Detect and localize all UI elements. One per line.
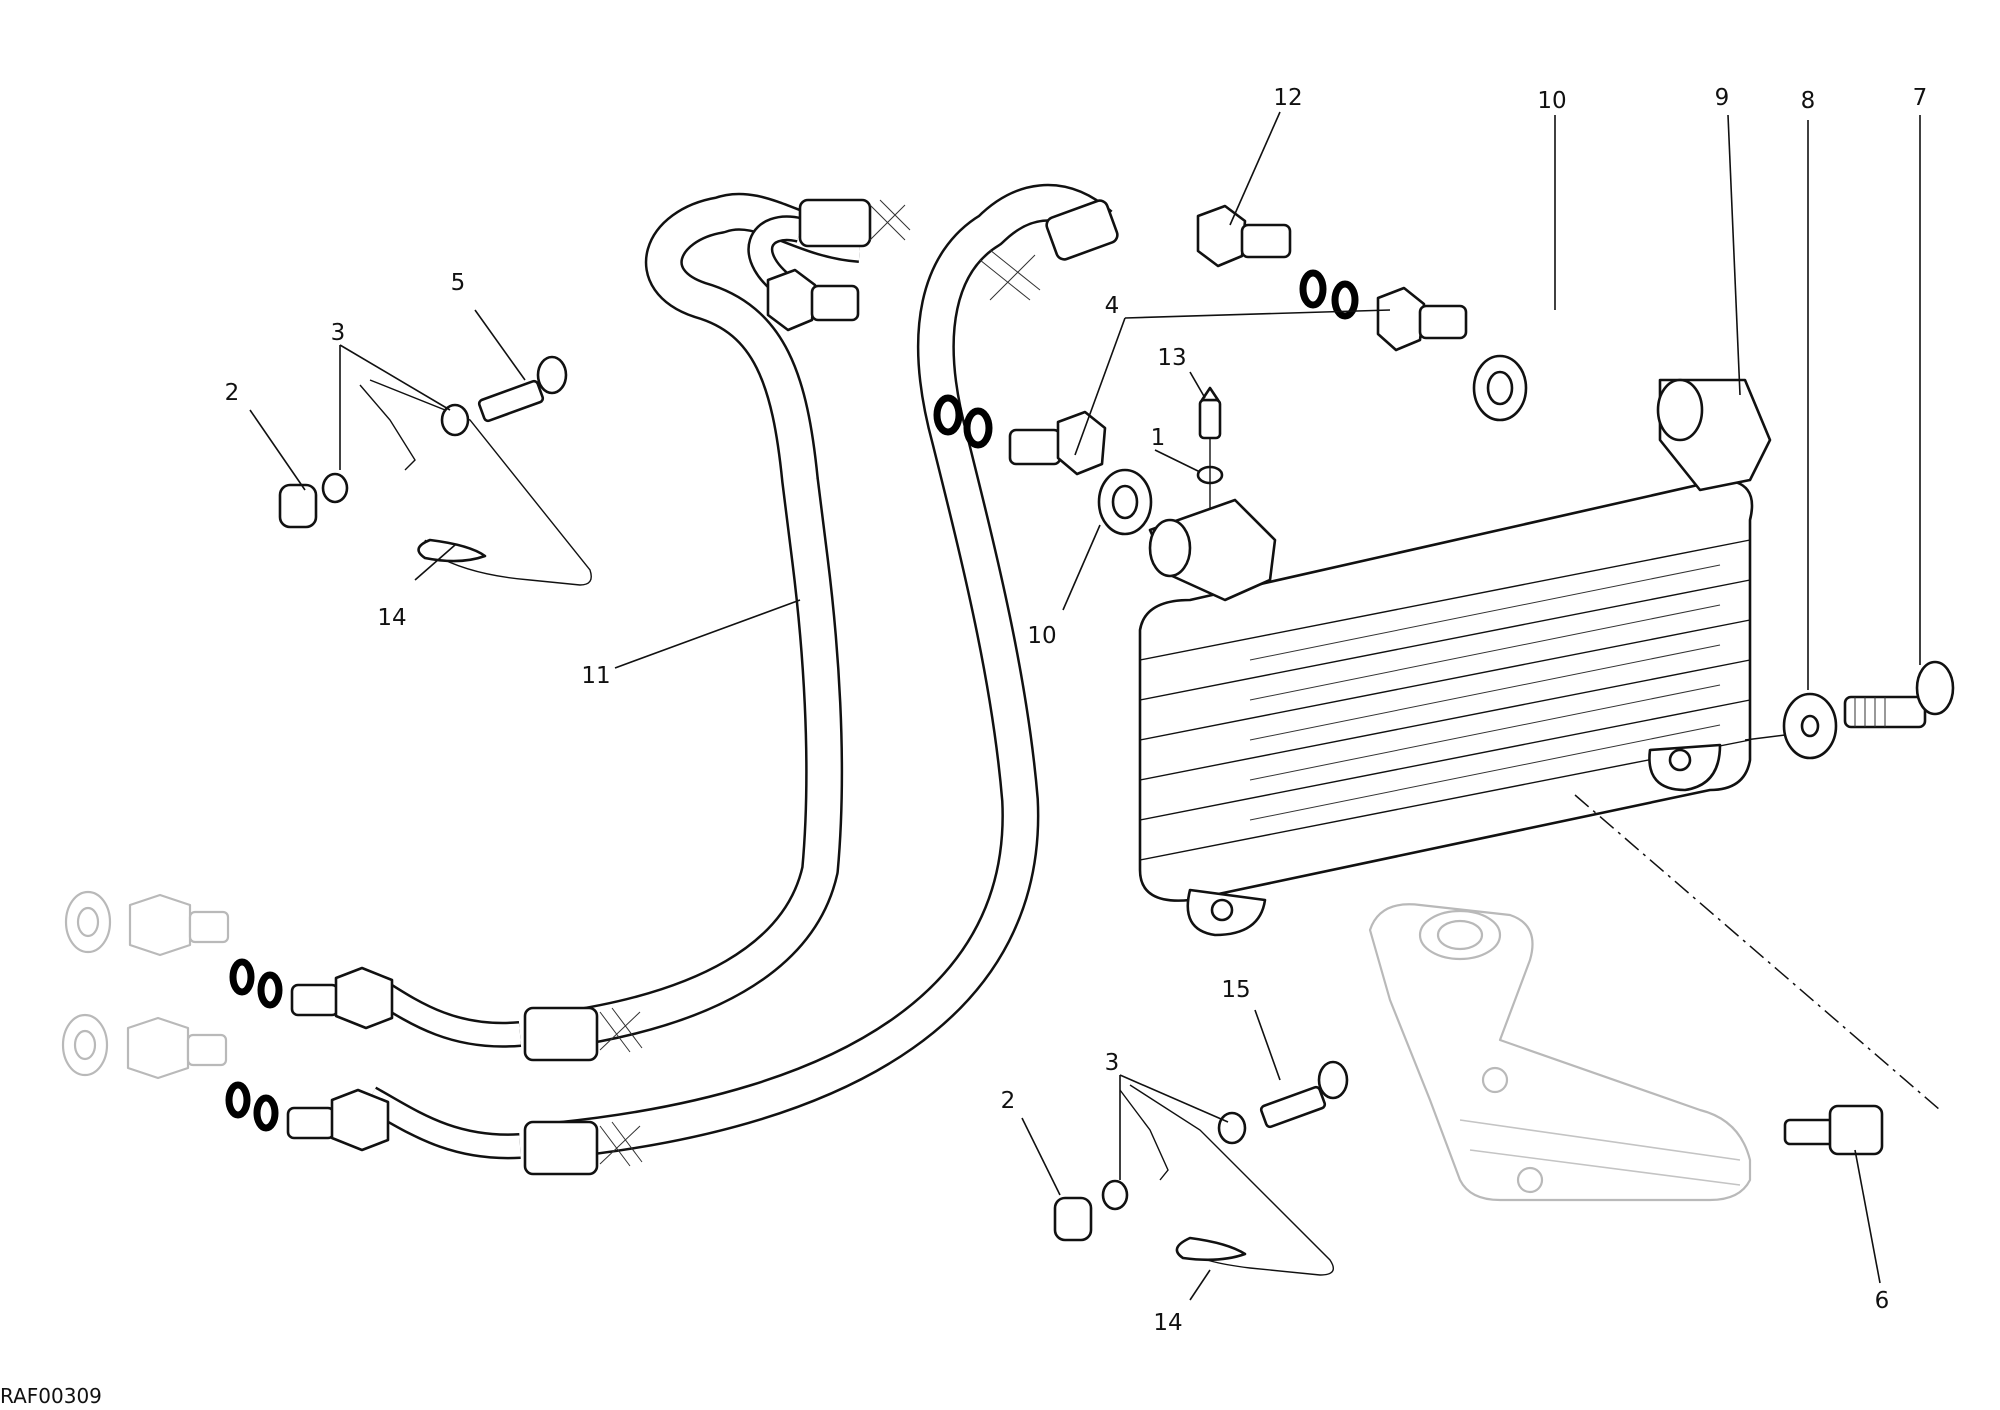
callout-13: 13 [1157, 345, 1186, 371]
callout-5: 5 [451, 270, 466, 296]
oil-cooler-body [1138, 378, 1941, 1111]
oil-hoses-11 [363, 183, 1119, 1176]
callout-2: 2 [225, 380, 240, 406]
callout-labels: 1 2 2 3 3 4 5 6 7 8 9 10 10 11 12 13 14 … [0, 85, 1927, 1408]
callout-15: 15 [1221, 977, 1250, 1003]
lower-hose-fittings [61, 890, 394, 1152]
upper-hose-fittings [766, 204, 1528, 536]
leader-lines [249, 111, 1921, 1301]
callout-6: 6 [1875, 1288, 1890, 1314]
callout-12: 12 [1273, 85, 1302, 111]
callout-10: 10 [1537, 88, 1566, 114]
callout-10: 10 [1027, 623, 1056, 649]
drawing-code: RAF00309 [0, 1384, 102, 1408]
callout-1: 1 [1151, 425, 1166, 451]
hose-clamp-lower [1053, 1060, 1349, 1276]
callout-7: 7 [1913, 85, 1928, 111]
frame-bracket-ghost [1368, 903, 1752, 1202]
callout-9: 9 [1715, 85, 1730, 111]
callout-2: 2 [1001, 1088, 1016, 1114]
callout-14: 14 [377, 605, 406, 631]
callout-4: 4 [1105, 293, 1120, 319]
callout-3: 3 [1105, 1050, 1120, 1076]
hose-clamp-upper [278, 355, 592, 586]
callout-14: 14 [1153, 1310, 1182, 1336]
callout-3: 3 [331, 320, 346, 346]
callout-11: 11 [581, 663, 610, 689]
callout-8: 8 [1801, 88, 1816, 114]
cooler-mounting-hardware [1782, 660, 1955, 1156]
